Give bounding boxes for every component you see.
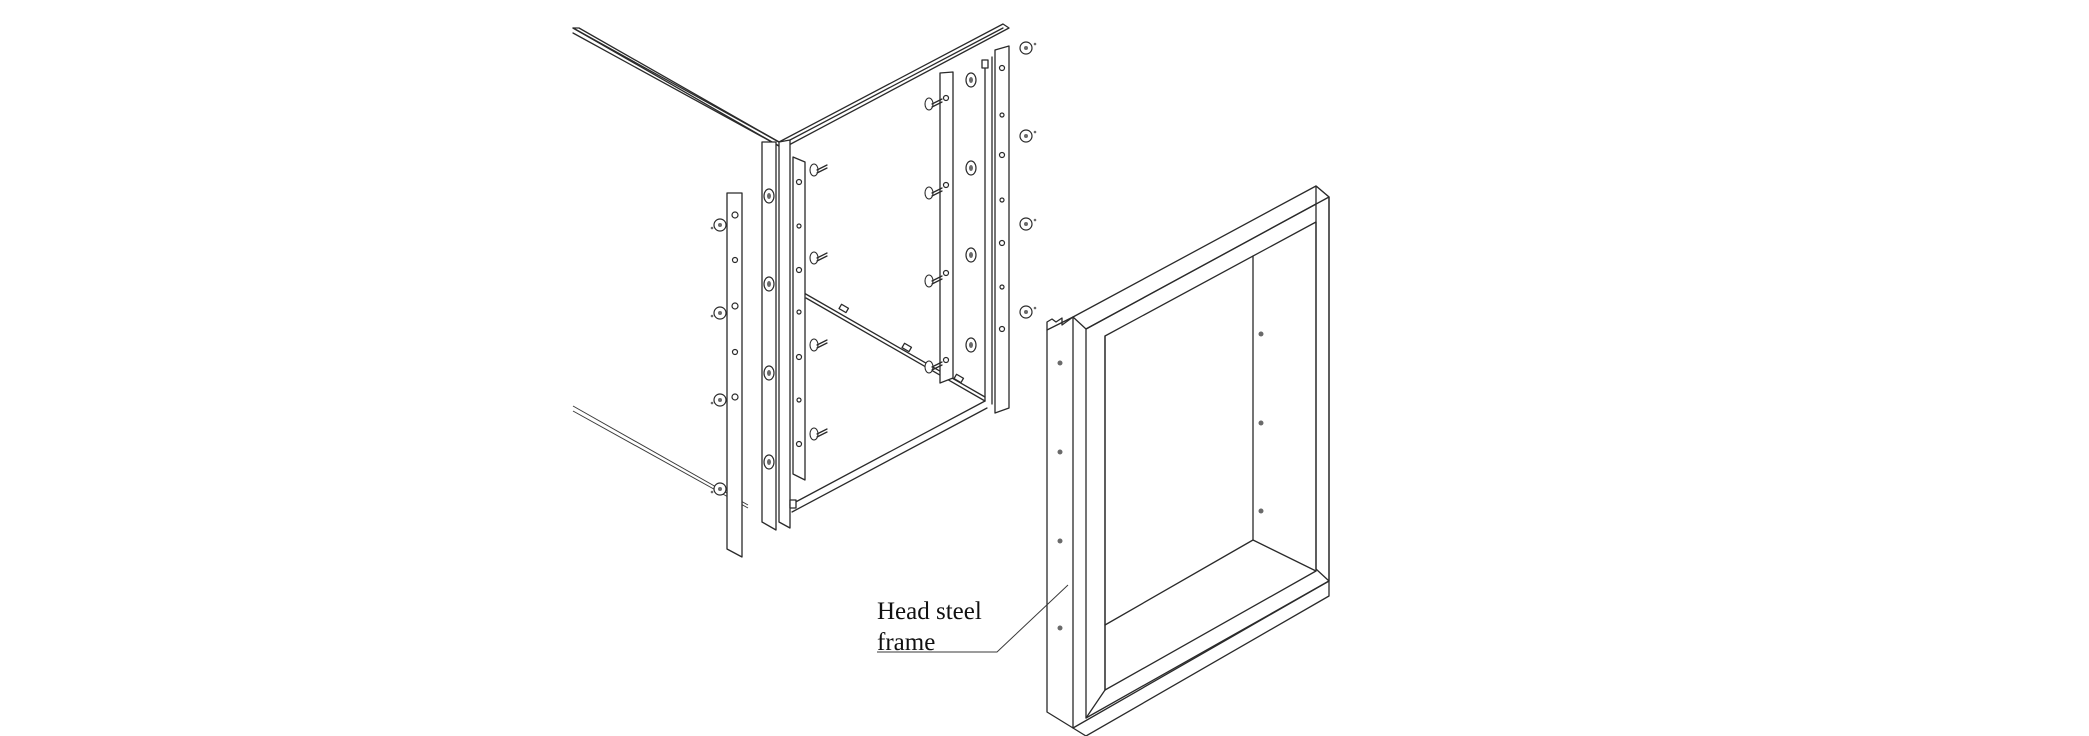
bolts-rear xyxy=(924,97,943,374)
flange-strip-left xyxy=(726,192,743,558)
bolts-front xyxy=(809,163,828,441)
flange-strip-body-front xyxy=(761,141,777,531)
callout-line-2: frame xyxy=(877,629,936,656)
inner-front-holes xyxy=(795,178,803,448)
head-steel-frame xyxy=(1046,185,1330,736)
washers-left xyxy=(710,218,727,496)
flange-holes-left xyxy=(731,211,739,401)
flange-holes-body xyxy=(763,188,775,470)
end-wall-left xyxy=(778,139,791,529)
flange-strip-rear xyxy=(994,45,1010,414)
inner-strip-front xyxy=(792,156,806,481)
inner-rear-holes xyxy=(942,94,950,364)
washers-right xyxy=(1019,41,1037,319)
callout-line-1: Head steel xyxy=(877,598,982,625)
callout-leader xyxy=(877,584,1069,653)
callout-label-head-steel-frame: Head steel frame xyxy=(877,596,1027,658)
flange-holes-rear xyxy=(965,64,1006,353)
rail-clips xyxy=(789,59,989,509)
inner-strip-rear xyxy=(939,71,954,384)
